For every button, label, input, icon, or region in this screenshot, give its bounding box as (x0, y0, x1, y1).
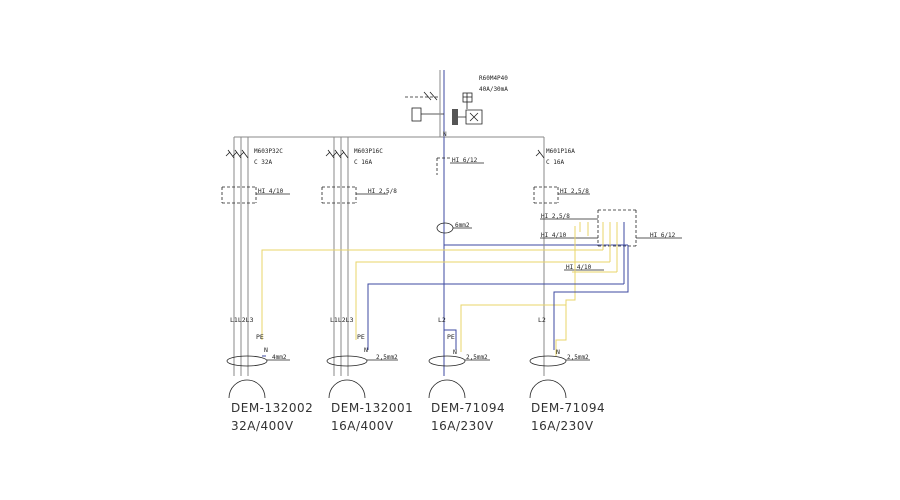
cable-gland-icon (226, 355, 268, 367)
neutral-bus-label: N (443, 131, 447, 138)
socket-2: L1L2L3 PE N 2,5mm2 DEM-132001 16A/400V (326, 316, 413, 433)
main-pe-section: 6mm2 (455, 222, 470, 229)
box-left-cable: HI 4/10 (541, 232, 567, 239)
rcd-coil-icon (452, 109, 458, 125)
cable-gland-icon (326, 355, 368, 367)
socket-1-phases: L1L2L3 (230, 316, 254, 324)
socket-1-n: N (264, 346, 268, 354)
socket-4: L2 N PE 2,5mm2 DEM-71094 16A/230V (529, 316, 605, 433)
breaker-1-model: M603P32C (254, 148, 283, 155)
branch-wiring (261, 236, 629, 357)
socket-1-section: 4mm2 (272, 354, 287, 361)
breaker-2: M603P16C C 16A HI 2,5/8 (321, 137, 397, 376)
cable-gland-icon (428, 355, 466, 367)
socket-icon (228, 379, 266, 399)
box-in-cable: HI 2,5/8 (541, 213, 570, 220)
breaker-2-curve: C 16A (354, 159, 372, 166)
box-right-cable: HI 6/12 (650, 232, 676, 239)
socket-2-rating: 16A/400V (331, 419, 394, 433)
socket-icon (529, 379, 567, 399)
breaker-1-curve: C 32A (254, 159, 272, 166)
socket-4-rating: 16A/230V (531, 419, 594, 433)
breaker-4-cable: HI 2,5/8 (560, 188, 589, 195)
socket-2-code: DEM-132001 (331, 401, 413, 415)
breaker-4-model: M601P16A (546, 148, 575, 155)
breaker-4-curve: C 16A (546, 159, 564, 166)
socket-1-rating: 32A/400V (231, 419, 294, 433)
socket-4-phases: L2 (538, 316, 546, 324)
rcd-rating: 40A/30mA (479, 86, 508, 93)
socket-3-n: N (453, 348, 457, 356)
socket-2-n: N (364, 346, 368, 354)
socket-1-code: DEM-132002 (231, 401, 313, 415)
lower-cable: HI 4/10 (566, 264, 592, 271)
socket-icon (328, 379, 366, 399)
socket-3-pe: PE (447, 333, 455, 341)
breaker-2-cable: HI 2,5/8 (368, 188, 397, 195)
ct-loop-icon (436, 222, 454, 234)
socket-1: L1L2L3 PE N 4mm2 DEM-132002 32A/400V (226, 316, 313, 433)
socket-4-section: 2,5mm2 (567, 354, 589, 361)
socket-1-pe: PE (256, 333, 264, 341)
main-supply: R60M4P40 40A/30mA N (405, 70, 508, 138)
socket-4-n: N (556, 348, 560, 356)
breaker-2-model: M603P16C (354, 148, 383, 155)
socket-3: L2 PE N 2,5mm2 DEM-71094 16A/230V (428, 70, 505, 433)
socket-icon (428, 379, 466, 399)
socket-2-section: 2,5mm2 (376, 354, 398, 361)
socket-3-section: 2,5mm2 (466, 354, 488, 361)
breaker-1: M603P32C C 32A HI 4/10 (221, 137, 290, 376)
socket-3-rating: 16A/230V (431, 419, 494, 433)
breaker-1-cable: HI 4/10 (258, 188, 284, 195)
rcd-model: R60M4P40 (479, 75, 508, 82)
socket-3-phases: L2 (438, 316, 446, 324)
socket-2-phases: L1L2L3 (330, 316, 354, 324)
cable-gland-icon (529, 355, 567, 367)
pe-terminal-box: HI 2,5/8 HI 4/10 HI 6/12 HI 4/10 (540, 209, 682, 284)
socket-4-pe: PE (560, 333, 568, 341)
socket-3-code: DEM-71094 (431, 401, 505, 415)
neutral-distribution: HI 6/12 6mm2 (436, 137, 628, 376)
neutral-cable: HI 6/12 (452, 157, 478, 164)
socket-2-pe: PE (357, 333, 365, 341)
socket-4-code: DEM-71094 (531, 401, 605, 415)
breaker-4: M601P16A C 16A HI 2,5/8 (533, 137, 590, 376)
